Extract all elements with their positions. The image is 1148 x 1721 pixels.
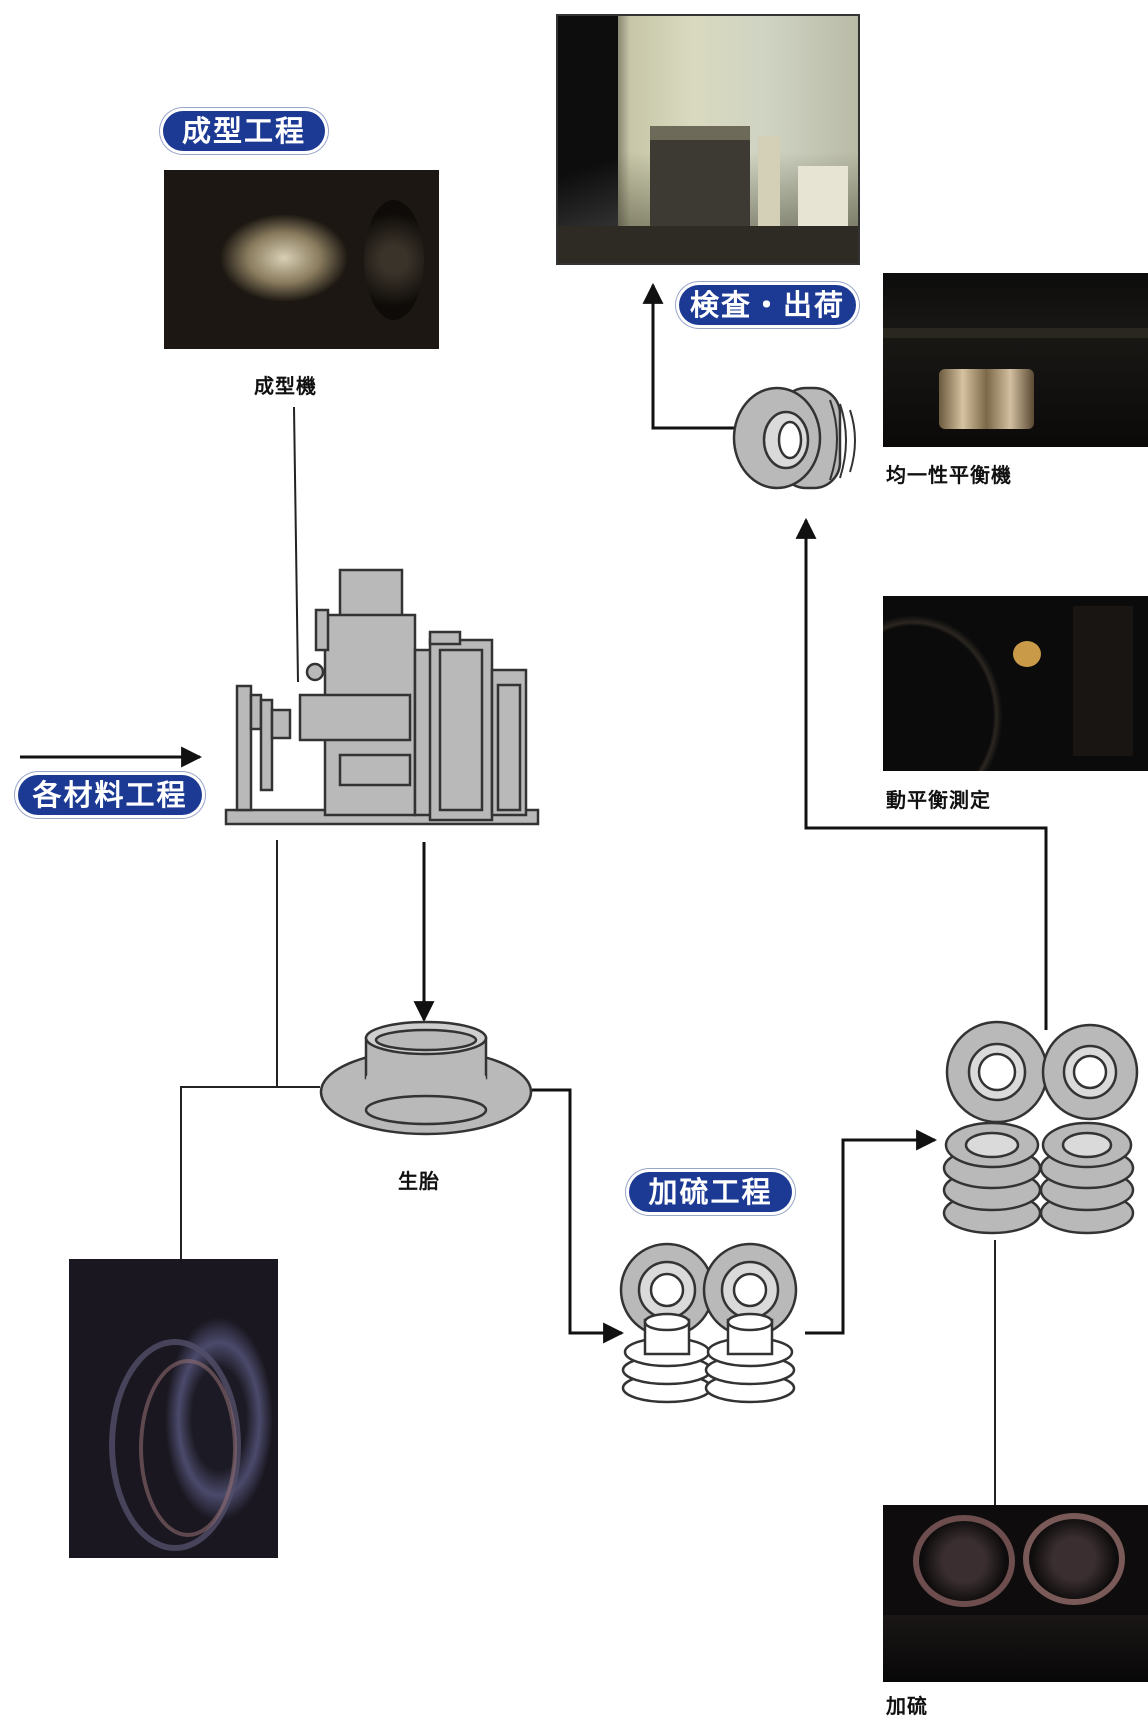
forming-machine-caption: 成型機 xyxy=(254,374,317,398)
vulcanizing-press-illustration xyxy=(619,1242,798,1404)
uniformity-balancer-caption: 均一性平衡機 xyxy=(886,463,1012,487)
tire-building-machine xyxy=(224,568,540,826)
greentire-to-vulcanize-arrow xyxy=(532,1088,625,1344)
green-tire-illustration xyxy=(319,1020,533,1136)
finished-tires-illustration xyxy=(942,1020,1139,1235)
inspection-tire-illustration xyxy=(732,386,856,490)
left-photo-leader xyxy=(180,840,278,1262)
shipping-yard-photo xyxy=(556,14,860,265)
green-tire-caption: 生胎 xyxy=(398,1169,440,1193)
vulcanizing-stage-label: 加硫工程 xyxy=(629,1172,792,1212)
vulcanize-to-finished-arrow xyxy=(805,1129,938,1335)
vulcanization-caption: 加硫 xyxy=(886,1694,928,1718)
materials-stage-label: 各材料工程 xyxy=(18,775,202,815)
finished-to-inspection-arrow xyxy=(795,517,1048,1030)
inspection-stage-label: 検査・出荷 xyxy=(679,285,856,325)
inspection-to-shipping-arrow xyxy=(642,282,740,430)
uniformity-balancer-photo xyxy=(883,273,1148,447)
tire-building-drum-photo xyxy=(69,1259,278,1558)
forming-leader-line xyxy=(293,406,299,683)
forming-stage-label: 成型工程 xyxy=(163,111,325,151)
dynamic-balance-caption: 動平衡測定 xyxy=(886,788,991,812)
forming-machine-photo xyxy=(164,170,439,349)
vulcanization-photo xyxy=(883,1505,1148,1682)
dynamic-balance-photo xyxy=(883,596,1148,771)
